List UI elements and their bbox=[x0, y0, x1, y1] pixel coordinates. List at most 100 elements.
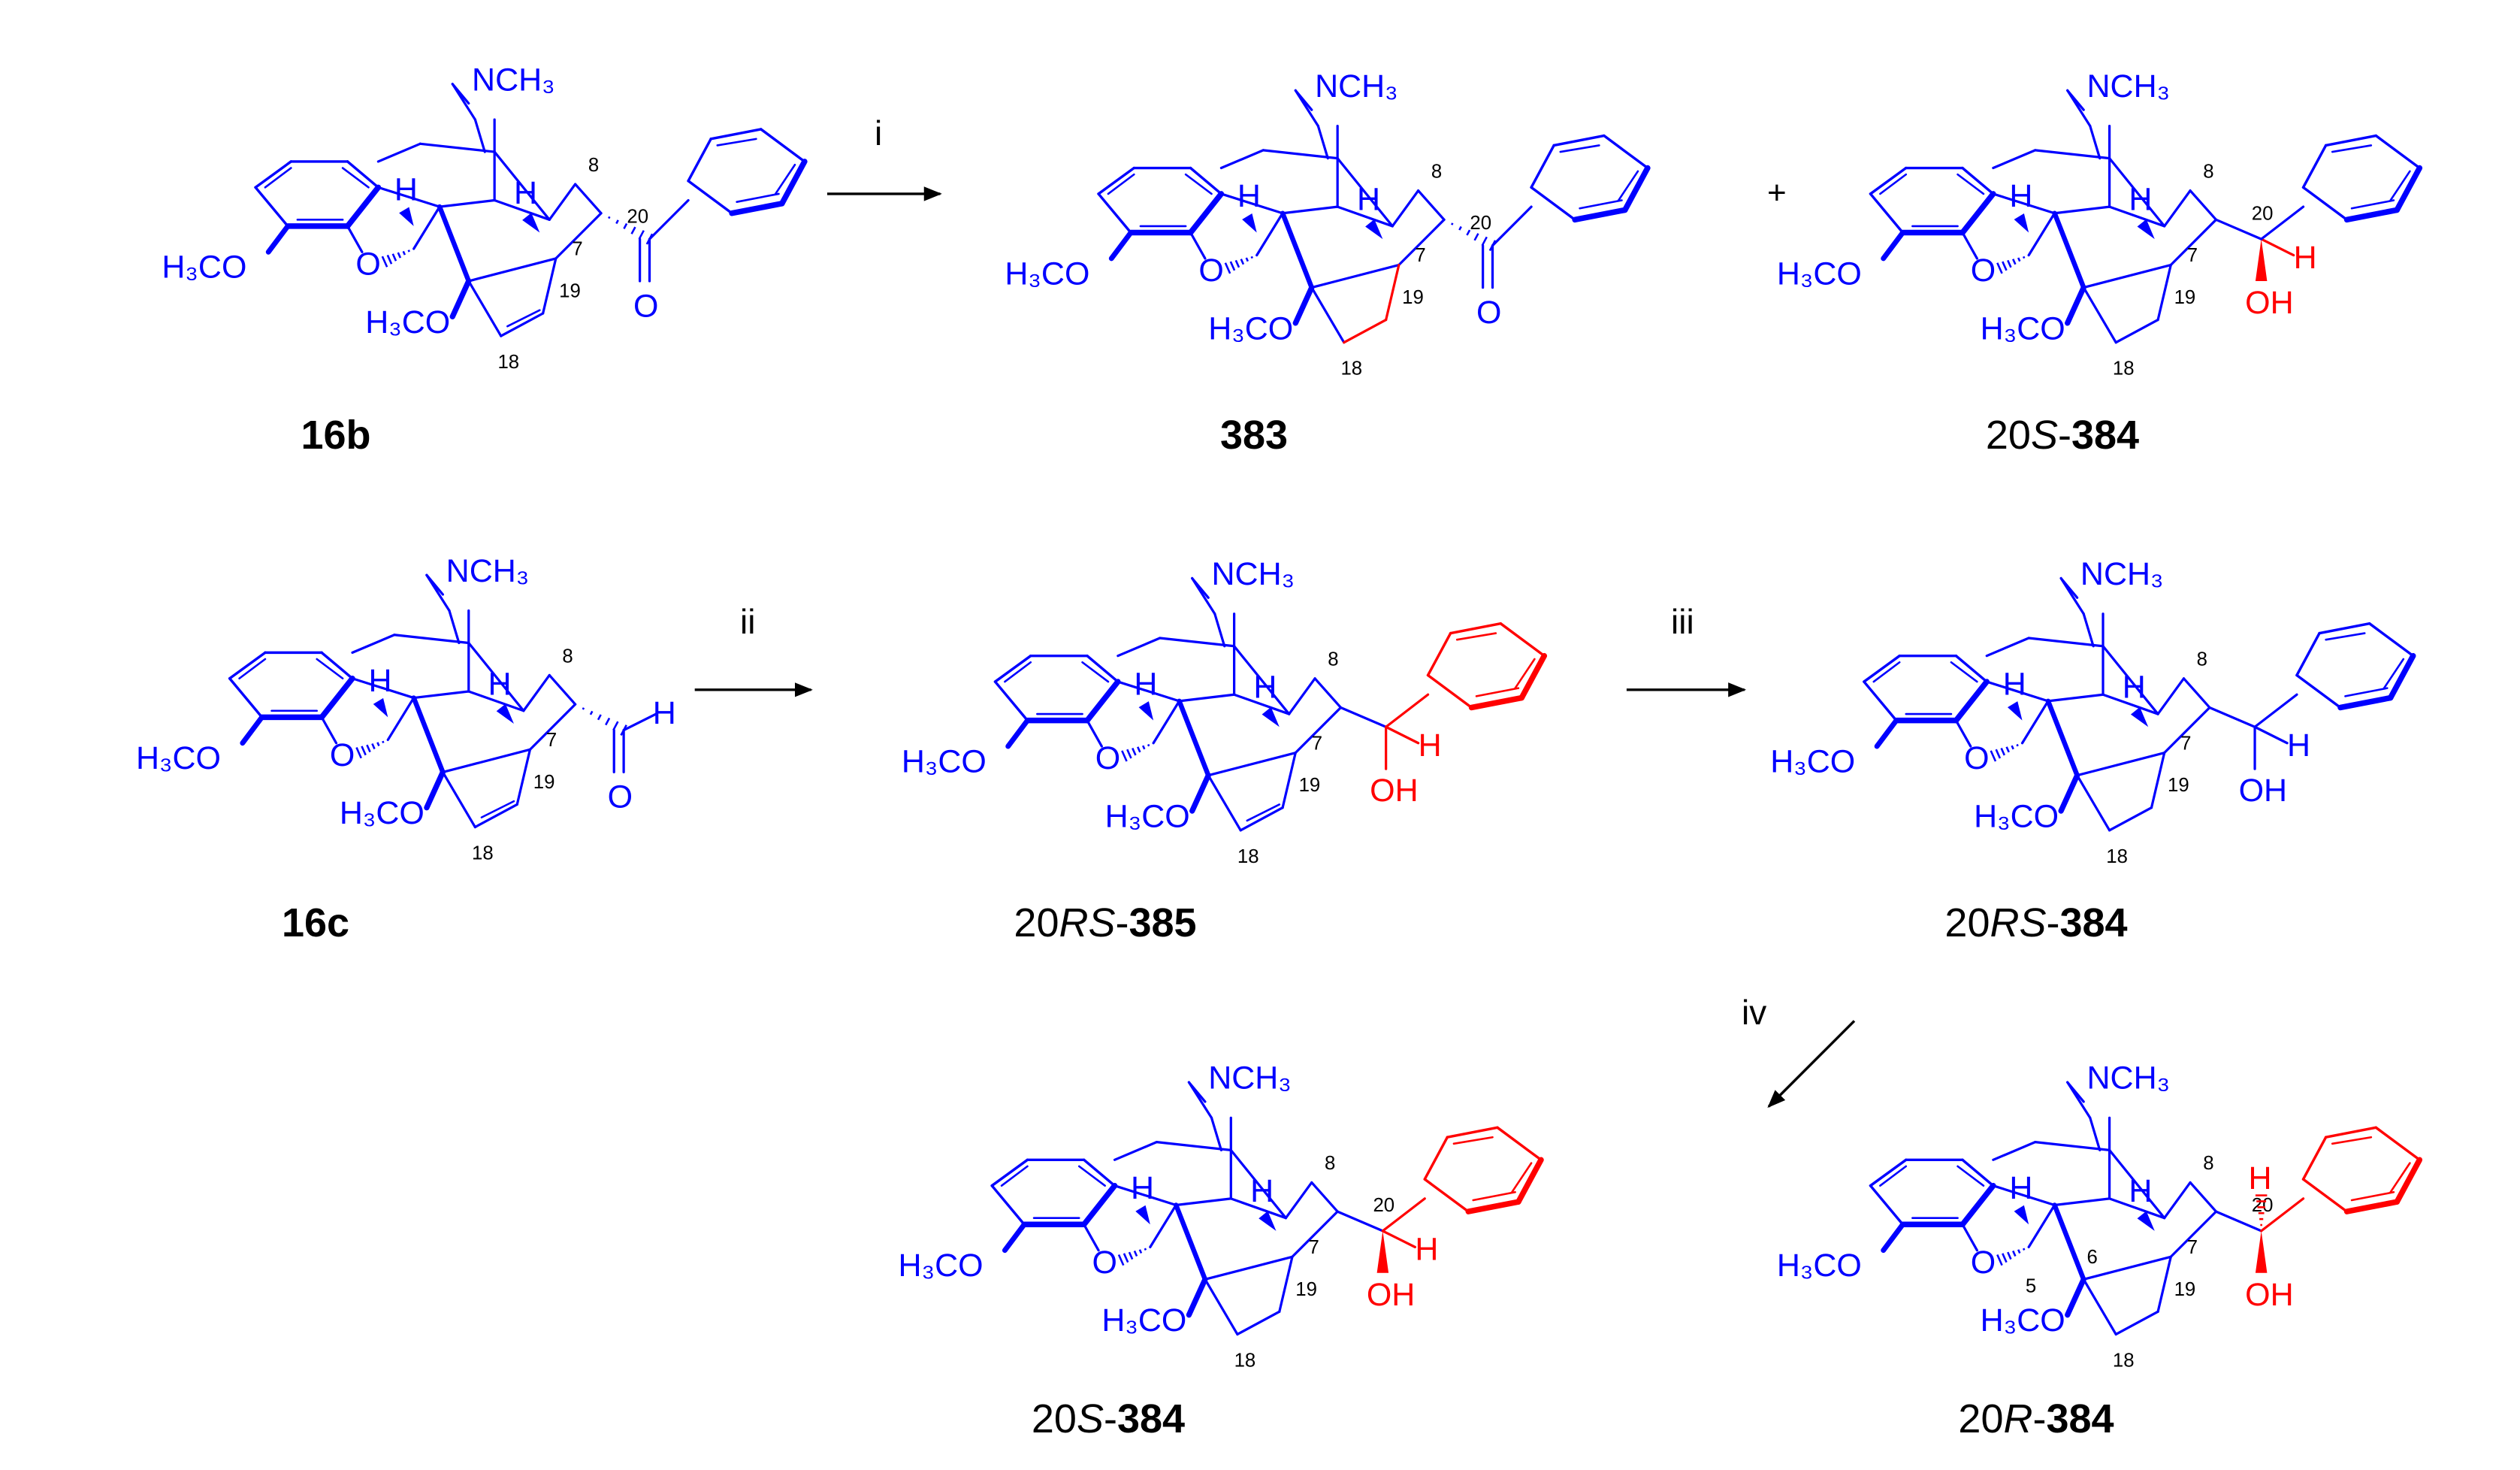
bond bbox=[424, 769, 446, 811]
hashed-bond bbox=[1995, 749, 2002, 759]
label-stereo: RS bbox=[1059, 900, 1116, 945]
bond bbox=[2182, 677, 2211, 709]
carbonyl-oxygen-label: O bbox=[1476, 295, 1501, 331]
bond bbox=[1343, 318, 1388, 344]
oxygen-label: O bbox=[1092, 1245, 1116, 1281]
methoxy-label: H₃CO bbox=[340, 795, 425, 831]
bond bbox=[736, 192, 780, 203]
bond bbox=[449, 278, 472, 319]
methoxy-label: H₃CO bbox=[1974, 799, 2059, 835]
wedge-bond bbox=[2137, 219, 2155, 240]
bond bbox=[2082, 1278, 2117, 1336]
bond bbox=[1869, 166, 1908, 195]
position-number: 20 bbox=[1470, 213, 1491, 234]
position-number: 7 bbox=[1415, 245, 1425, 266]
bond bbox=[2058, 773, 2080, 814]
bond bbox=[1954, 654, 1988, 683]
bond bbox=[1152, 700, 1181, 745]
bond bbox=[1397, 218, 1446, 267]
hydroxyl-label: OH bbox=[1370, 773, 1418, 809]
bond bbox=[351, 677, 415, 700]
bond bbox=[1077, 1165, 1106, 1187]
hashed-bond bbox=[2007, 259, 2012, 268]
bond bbox=[687, 138, 712, 183]
bond bbox=[1187, 191, 1225, 236]
bond bbox=[412, 690, 470, 700]
bond bbox=[1961, 1223, 1978, 1252]
bond bbox=[1954, 719, 1972, 748]
bond bbox=[1336, 157, 1394, 228]
bond bbox=[1229, 1197, 1288, 1220]
hashed-bond bbox=[623, 222, 628, 229]
bond bbox=[2065, 284, 2086, 326]
bond bbox=[1874, 718, 1899, 749]
hashed-bond bbox=[2012, 1250, 2017, 1257]
position-number: 20 bbox=[1373, 1195, 1394, 1216]
bond bbox=[264, 167, 292, 189]
bond bbox=[1518, 652, 1548, 701]
bond bbox=[1294, 706, 1343, 755]
compound-label-16b: 16b bbox=[301, 412, 370, 458]
bond bbox=[1417, 189, 1446, 221]
bond bbox=[2331, 1136, 2373, 1145]
bond bbox=[393, 634, 470, 645]
n-methyl-label: NCH₃ bbox=[472, 62, 555, 98]
bond bbox=[990, 1158, 1029, 1187]
bond bbox=[2214, 218, 2263, 240]
arrow-step-iv bbox=[1767, 1020, 1856, 1109]
hashed-bond bbox=[2000, 747, 2006, 756]
bond bbox=[1423, 1178, 1470, 1213]
bond bbox=[1496, 1126, 1543, 1162]
bond bbox=[1992, 192, 2056, 215]
position-number: 7 bbox=[2187, 245, 2198, 266]
bond bbox=[1391, 189, 1420, 228]
bond bbox=[1385, 725, 1420, 745]
bond bbox=[316, 658, 344, 680]
bond bbox=[1863, 680, 1898, 722]
position-number: 19 bbox=[2174, 1279, 2196, 1300]
methoxy-label: H₃CO bbox=[1101, 1302, 1186, 1338]
bond bbox=[2169, 1210, 2218, 1258]
hashed-bond bbox=[597, 714, 602, 721]
position-number: 8 bbox=[588, 155, 599, 176]
bond bbox=[760, 128, 806, 163]
label-number: 384 bbox=[2059, 900, 2128, 945]
hydrogen-label: H bbox=[514, 175, 537, 211]
methoxy-label: H₃CO bbox=[1981, 1302, 2065, 1338]
hashed-bond bbox=[1128, 1251, 1134, 1260]
bond bbox=[1291, 1210, 1339, 1258]
label-number: 384 bbox=[2071, 413, 2140, 458]
bond bbox=[1084, 679, 1121, 724]
methoxy-label: H₃CO bbox=[365, 304, 450, 340]
bond bbox=[1881, 1221, 1905, 1254]
bond bbox=[1881, 230, 1905, 262]
bond bbox=[2260, 205, 2305, 240]
position-number: 20 bbox=[2252, 203, 2274, 224]
hashed-bond bbox=[1147, 743, 1150, 747]
hydrogen-label: H bbox=[2248, 1160, 2271, 1196]
n-methyl-label: NCH₃ bbox=[446, 553, 530, 589]
step-label-iv: iv bbox=[1742, 993, 1767, 1032]
position-number: 18 bbox=[472, 843, 494, 864]
position-number: 6 bbox=[2087, 1247, 2098, 1268]
compound-label-20S-384-top: 20S-384 bbox=[1985, 413, 2140, 458]
bond bbox=[500, 312, 545, 337]
bond bbox=[1959, 191, 1996, 236]
bond bbox=[2367, 622, 2415, 658]
bond bbox=[1953, 679, 1990, 724]
position-number: 7 bbox=[2187, 1237, 2198, 1258]
bond bbox=[2082, 1255, 2172, 1281]
bond bbox=[2214, 1210, 2263, 1233]
bond bbox=[344, 184, 382, 229]
bond bbox=[448, 609, 461, 645]
bond bbox=[1236, 1310, 1281, 1336]
bond bbox=[1992, 1184, 2056, 1207]
bond bbox=[774, 163, 796, 195]
bond bbox=[2114, 1310, 2159, 1336]
bond bbox=[2114, 318, 2159, 344]
bond bbox=[522, 673, 551, 712]
bond bbox=[1446, 1126, 1499, 1139]
bond bbox=[1426, 673, 1473, 709]
bond bbox=[412, 205, 441, 250]
